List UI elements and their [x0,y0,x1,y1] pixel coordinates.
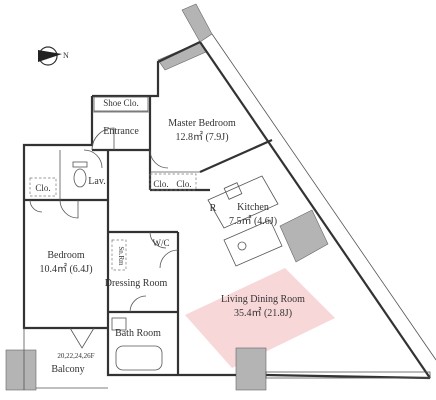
door-dressing [159,249,179,269]
toilet [73,168,87,188]
door-entrance [91,127,115,151]
master-bedroom-area: 12.8㎡ (7.9J) [175,131,228,143]
r-label: R [210,203,217,214]
wall-master-bottom [199,138,273,174]
lav-label: Lav. [88,176,105,187]
stove-burner [237,241,247,251]
column-top-wall [157,41,207,71]
column-right [279,209,329,263]
bath-room-label: Bath Room [115,328,161,339]
sink [223,182,243,200]
sn-rm-outline [111,239,127,271]
exterior-wall-bottom-right [265,373,431,380]
shoe-clo-label: Shoe Clo. [103,98,139,108]
clo-left-label: Clo. [35,183,50,193]
living-dining-label: Living Dining Room [221,294,305,305]
exterior-wall-diagonal-inner [211,33,436,361]
kitchen-island [223,219,283,267]
balcony-label: Balcony [51,364,84,375]
exterior-wall-top [92,41,201,98]
door-bedroom [59,199,79,219]
compass-label: N [63,51,69,60]
living-room-highlight [185,268,335,368]
bedroom-label: Bedroom [47,250,84,261]
exterior-wall-left [22,96,108,330]
window-frame-bottom [265,371,431,379]
wc-label: W/C [153,238,170,248]
door-wc [149,231,167,249]
balcony-floors-label: 20,22,24,26F [57,352,94,360]
exterior-wall-bottom [106,328,236,377]
door-clo-left [29,199,43,213]
entrance-label: Entrance [103,126,139,137]
toilet-tank [72,161,88,168]
compass-needle [38,50,62,62]
door-master [149,149,169,169]
column-top [181,3,213,43]
clo-mid-b-label: Clo. [176,179,191,189]
kitchen-label: Kitchen [237,202,269,213]
washbasin [111,317,127,331]
kitchen-counter [207,175,279,229]
kitchen-area: 7.5㎡ (4.6J) [229,215,277,227]
column-bottom-left [5,349,37,391]
clo-mid-a-label: Clo. [153,179,168,189]
clo-left-outline [29,177,57,197]
column-bottom-mid [235,347,267,391]
exterior-wall-diagonal [199,41,431,379]
door-bath [129,295,147,313]
bathtub [115,345,163,371]
living-dining-area: 35.4㎡ (21.8J) [234,307,292,319]
clo-mid-outline [149,173,197,191]
sn-rm-label: Sn.Rm [117,246,125,266]
compass: N [38,46,69,66]
shoe-cabinet [93,96,149,112]
dressing-room-label: Dressing Room [105,278,168,289]
master-bedroom-label: Master Bedroom [168,118,236,129]
door-balcony [69,327,95,349]
bedroom-area: 10.4㎡ (6.4J) [39,263,92,275]
door-lav [83,149,103,169]
